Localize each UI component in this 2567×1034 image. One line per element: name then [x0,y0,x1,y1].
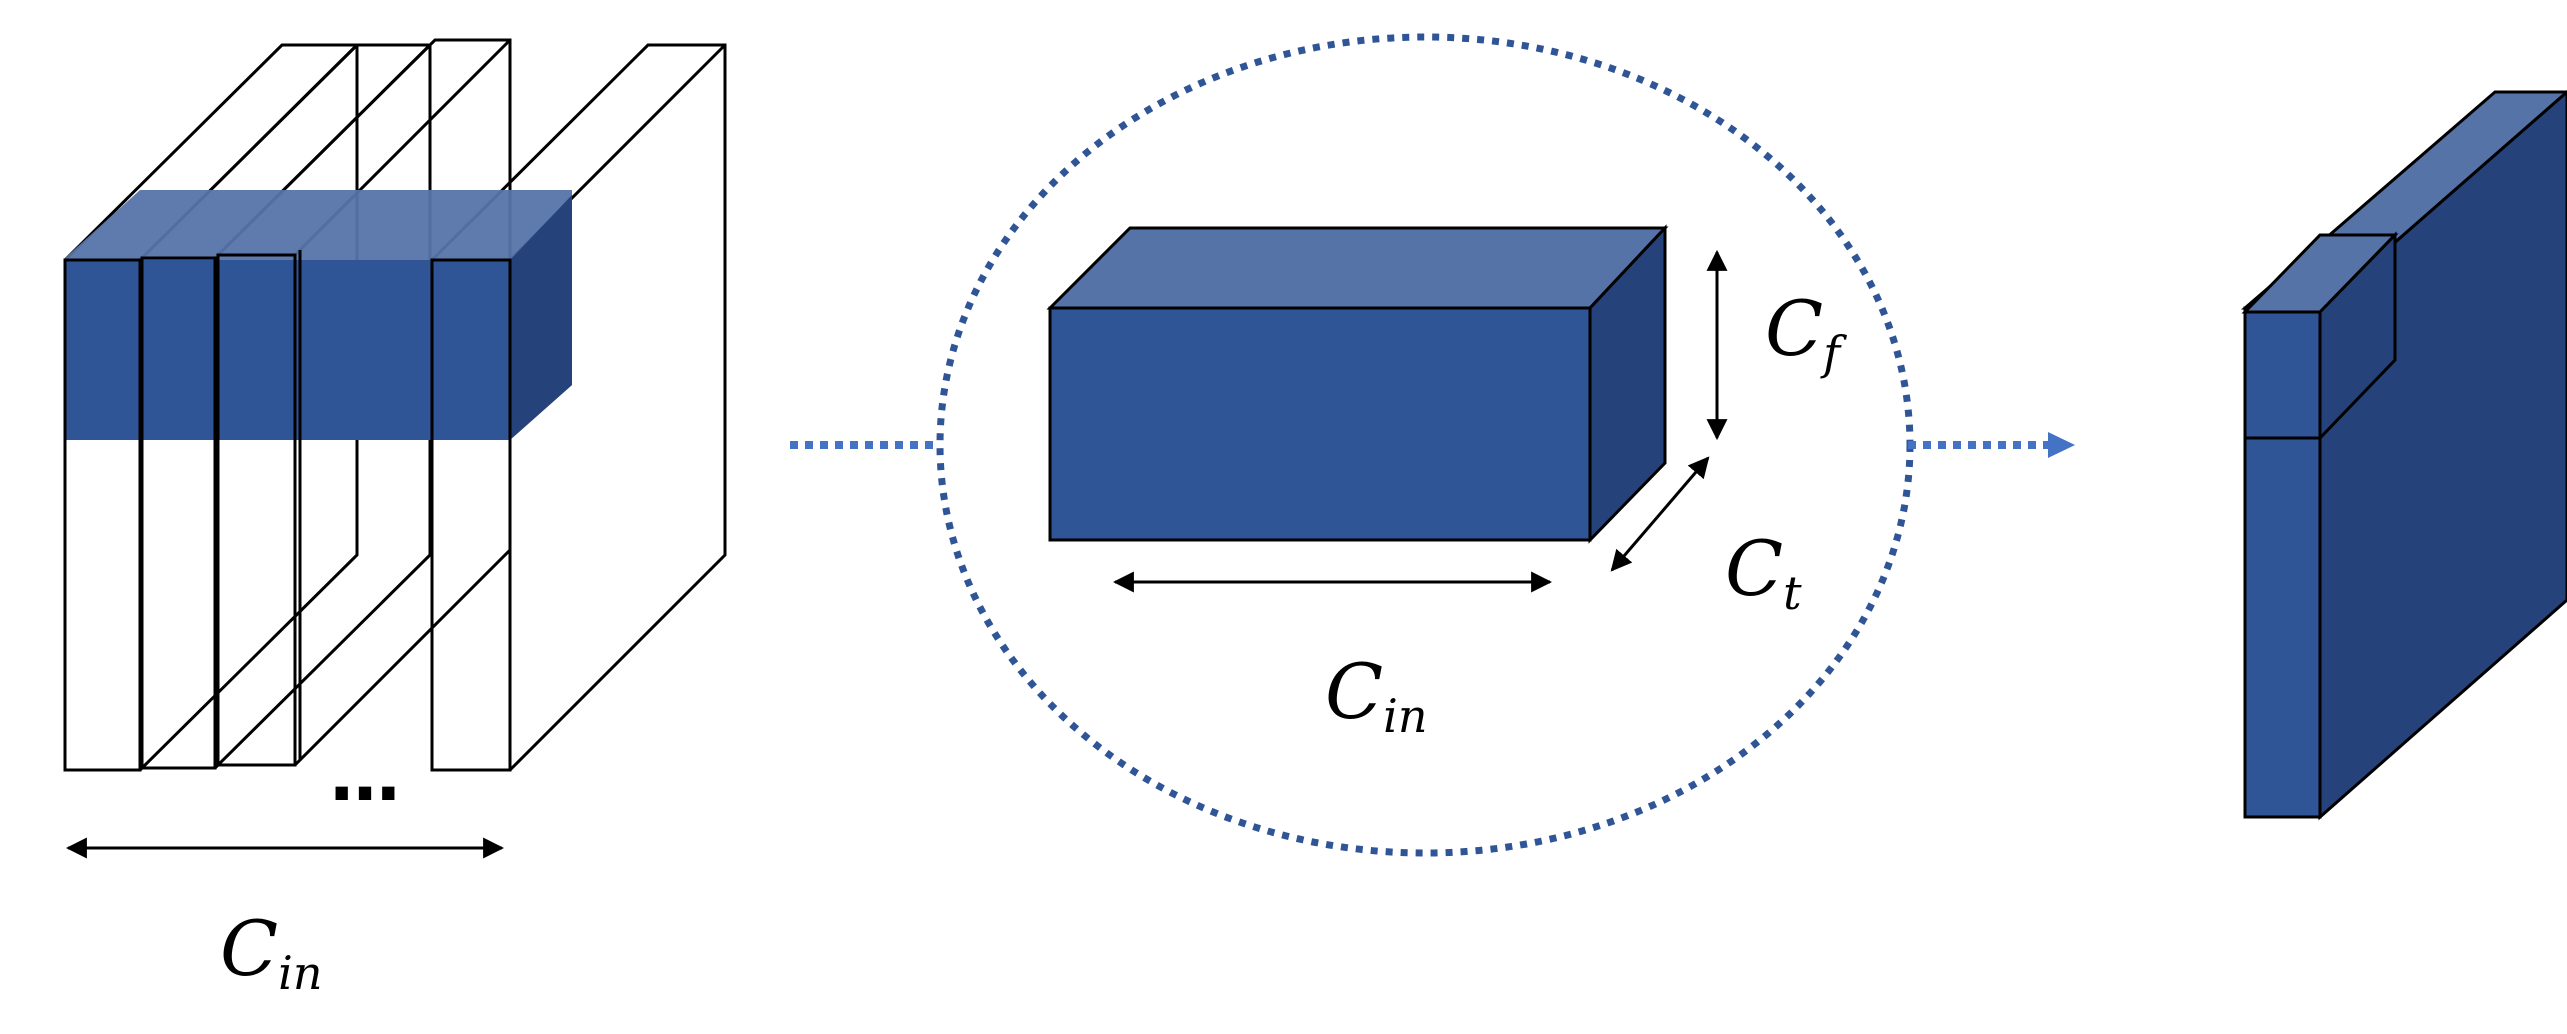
kernel-depth-label: Ct [1725,524,1802,620]
connector-arrowhead [2048,432,2075,458]
slice-fronts [63,250,512,772]
left-width-label: Cin [220,904,323,1000]
receptive-field-band [65,190,572,440]
kernel-height-label: Cf [1765,284,1847,380]
output-cell [2241,231,2399,442]
output-feature-map [2240,90,2567,821]
kernel-width-label: Cin [1325,647,1428,743]
kernel-block [1046,224,1669,544]
kernel-depth-arrow [1610,456,1710,572]
ellipsis-text: … [330,735,400,817]
